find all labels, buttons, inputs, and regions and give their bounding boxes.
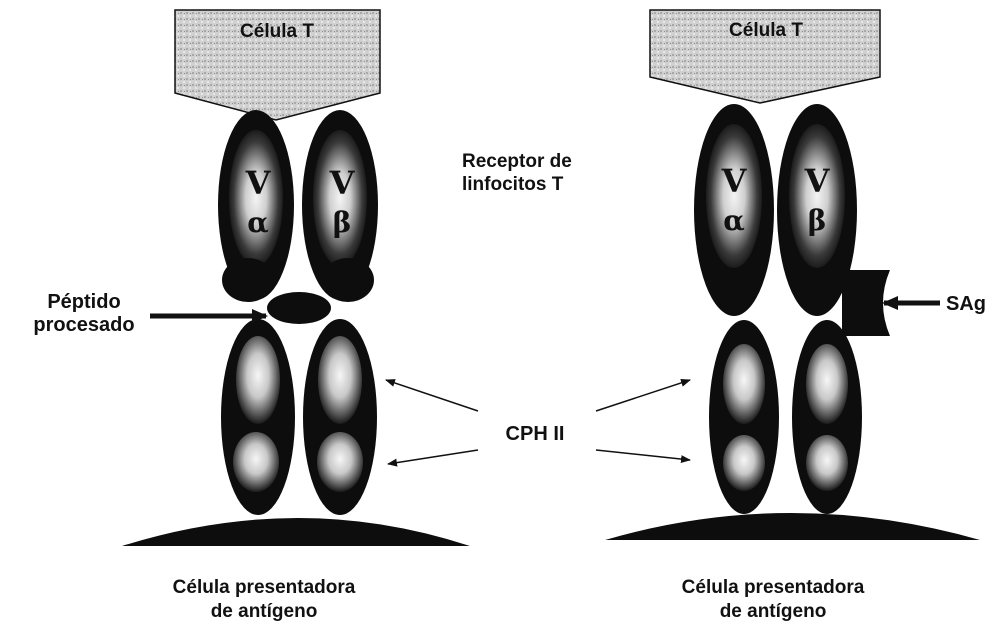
beta-symbol-right: β xyxy=(808,204,827,237)
tcr-label-line1: Receptor de xyxy=(462,151,572,172)
beta-symbol-left: β xyxy=(333,206,352,239)
apc-label-right-line1: Célula presentadora xyxy=(682,577,865,598)
peptide-label-line2: procesado xyxy=(33,314,134,336)
v-alpha-symbol-right: V xyxy=(721,162,748,200)
apc-label-right-line2: de antígeno xyxy=(720,601,827,622)
mhc-label: CPH II xyxy=(506,423,565,445)
v-beta-symbol-left: V xyxy=(329,164,356,202)
left-panel: Célula T V α V β xyxy=(33,10,470,622)
processed-peptide xyxy=(267,292,331,324)
superantigen-block xyxy=(842,270,890,336)
apc-membrane-right xyxy=(605,513,980,540)
apc-label-left-line2: de antígeno xyxy=(211,601,318,622)
mhc-alpha-chain-left xyxy=(221,319,295,515)
tcr-label-line2: linfocitos T xyxy=(462,174,564,195)
apc-membrane-left xyxy=(122,518,470,546)
mhc-beta-chain-right xyxy=(792,320,862,514)
superantigen-label: SAg xyxy=(946,293,986,315)
tcell-label-right: Célula T xyxy=(729,20,803,41)
mhc-alpha-chain-right xyxy=(709,320,779,514)
right-panel: Célula T V α V β SA xyxy=(605,10,986,622)
peptide-label-line1: Péptido xyxy=(47,291,120,313)
mhc-pointer-arrows xyxy=(386,380,690,464)
alpha-symbol-right: α xyxy=(723,204,745,237)
mhc-beta-chain-left xyxy=(303,319,377,515)
alpha-symbol-left: α xyxy=(247,206,269,239)
v-alpha-symbol-left: V xyxy=(245,164,272,202)
apc-label-left-line1: Célula presentadora xyxy=(173,577,356,598)
v-beta-symbol-right: V xyxy=(804,162,831,200)
tcell-label-left: Célula T xyxy=(240,21,314,42)
